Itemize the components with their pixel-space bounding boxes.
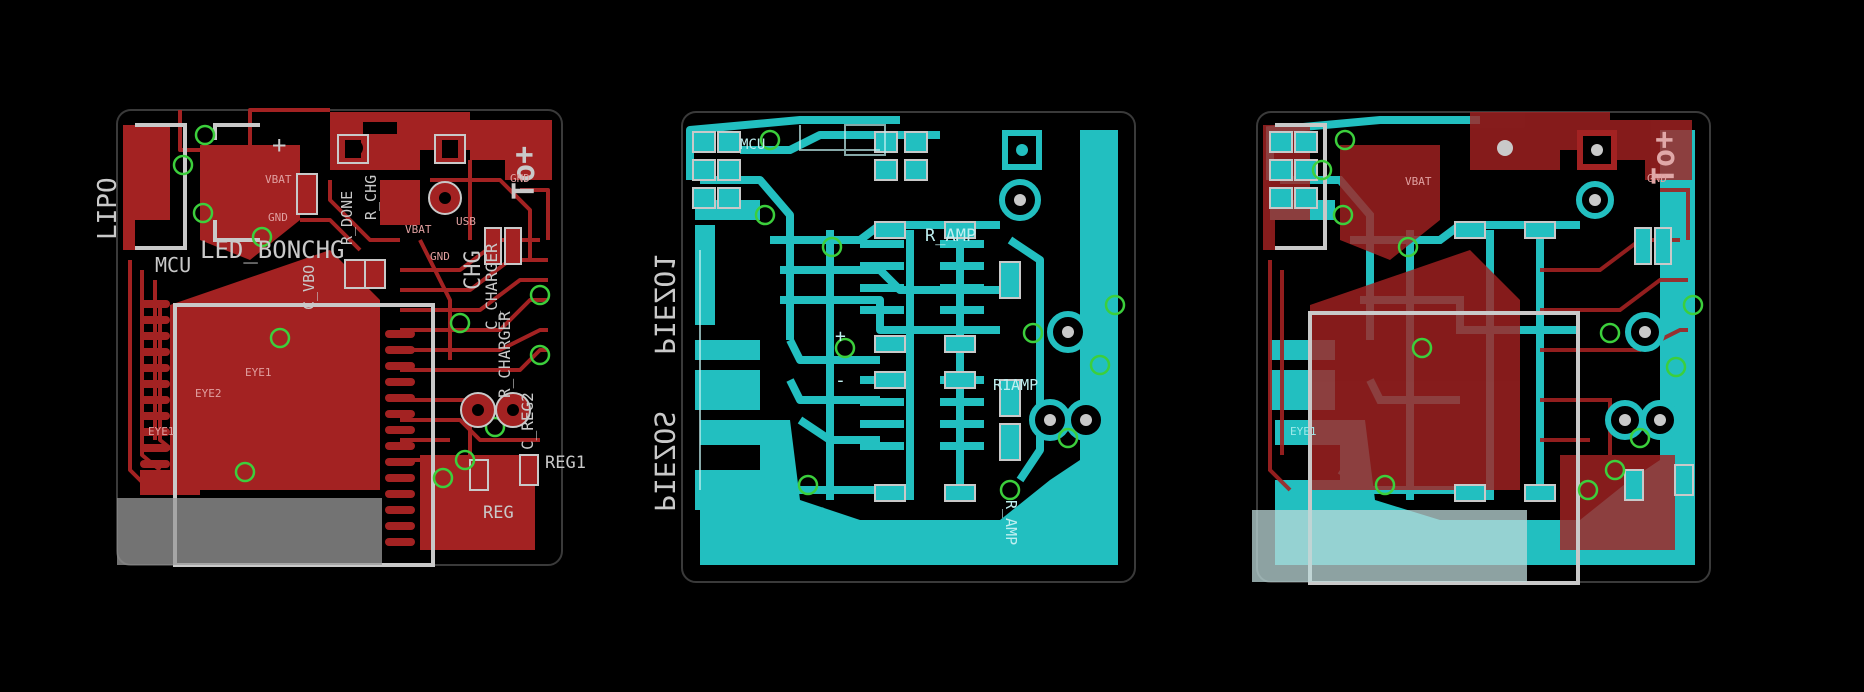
top-pads-small [296, 134, 539, 491]
usb-connector-silk [117, 498, 382, 565]
label-led-chg: LED_BONCHG [200, 236, 345, 264]
top-thru-holes [347, 140, 531, 428]
bottom-silkscreen [699, 124, 886, 490]
combined-vias [1311, 129, 1704, 501]
label-gnd-combined: GND [1647, 172, 1667, 185]
label-usb: USB [456, 215, 476, 228]
label-vbat-2: VBAT [405, 223, 432, 236]
bottom-copper [695, 130, 1118, 565]
label-mcu-bottom: MCU [740, 137, 766, 153]
label-reg: REG [483, 503, 514, 523]
label-r1amp: R1AMP [993, 376, 1039, 394]
label-eye3: EYE1 [148, 425, 175, 438]
board-outline-bottom [681, 111, 1136, 583]
label-vbat-combined: VBAT [1405, 175, 1432, 188]
label-gnd-2: GND [510, 172, 530, 185]
label-eye2: EYE2 [195, 387, 222, 400]
combined-top-copper [1263, 112, 1692, 550]
label-vbat-1: VBAT [265, 173, 292, 186]
mcu-left-pads [140, 300, 170, 484]
label-reg1: REG1 [545, 453, 586, 473]
label-eye1: EYE1 [245, 366, 272, 379]
label-r-amp: R_AMP [925, 226, 977, 246]
combined-thru-holes [1497, 130, 1680, 440]
bottom-vias [754, 129, 1126, 501]
label-plus: + [272, 131, 287, 159]
label-minus-bottom: - [835, 370, 846, 391]
combined-pads [1269, 131, 1694, 502]
bottom-traces [686, 116, 1044, 534]
label-mcu: MCU [155, 253, 192, 277]
combined-usb-silk [1252, 510, 1527, 582]
top-vias [172, 124, 551, 489]
bottom-pads [692, 131, 1021, 502]
label-eye-combined: EYE1 [1290, 425, 1317, 438]
label-plus-bottom: + [835, 326, 846, 347]
mcu-right-pads [385, 330, 415, 546]
bottom-thru-holes [999, 130, 1107, 441]
combined-silkscreen [1275, 123, 1580, 585]
label-gnd-1: GND [268, 211, 288, 224]
label-gnd-3: GND [430, 250, 450, 263]
